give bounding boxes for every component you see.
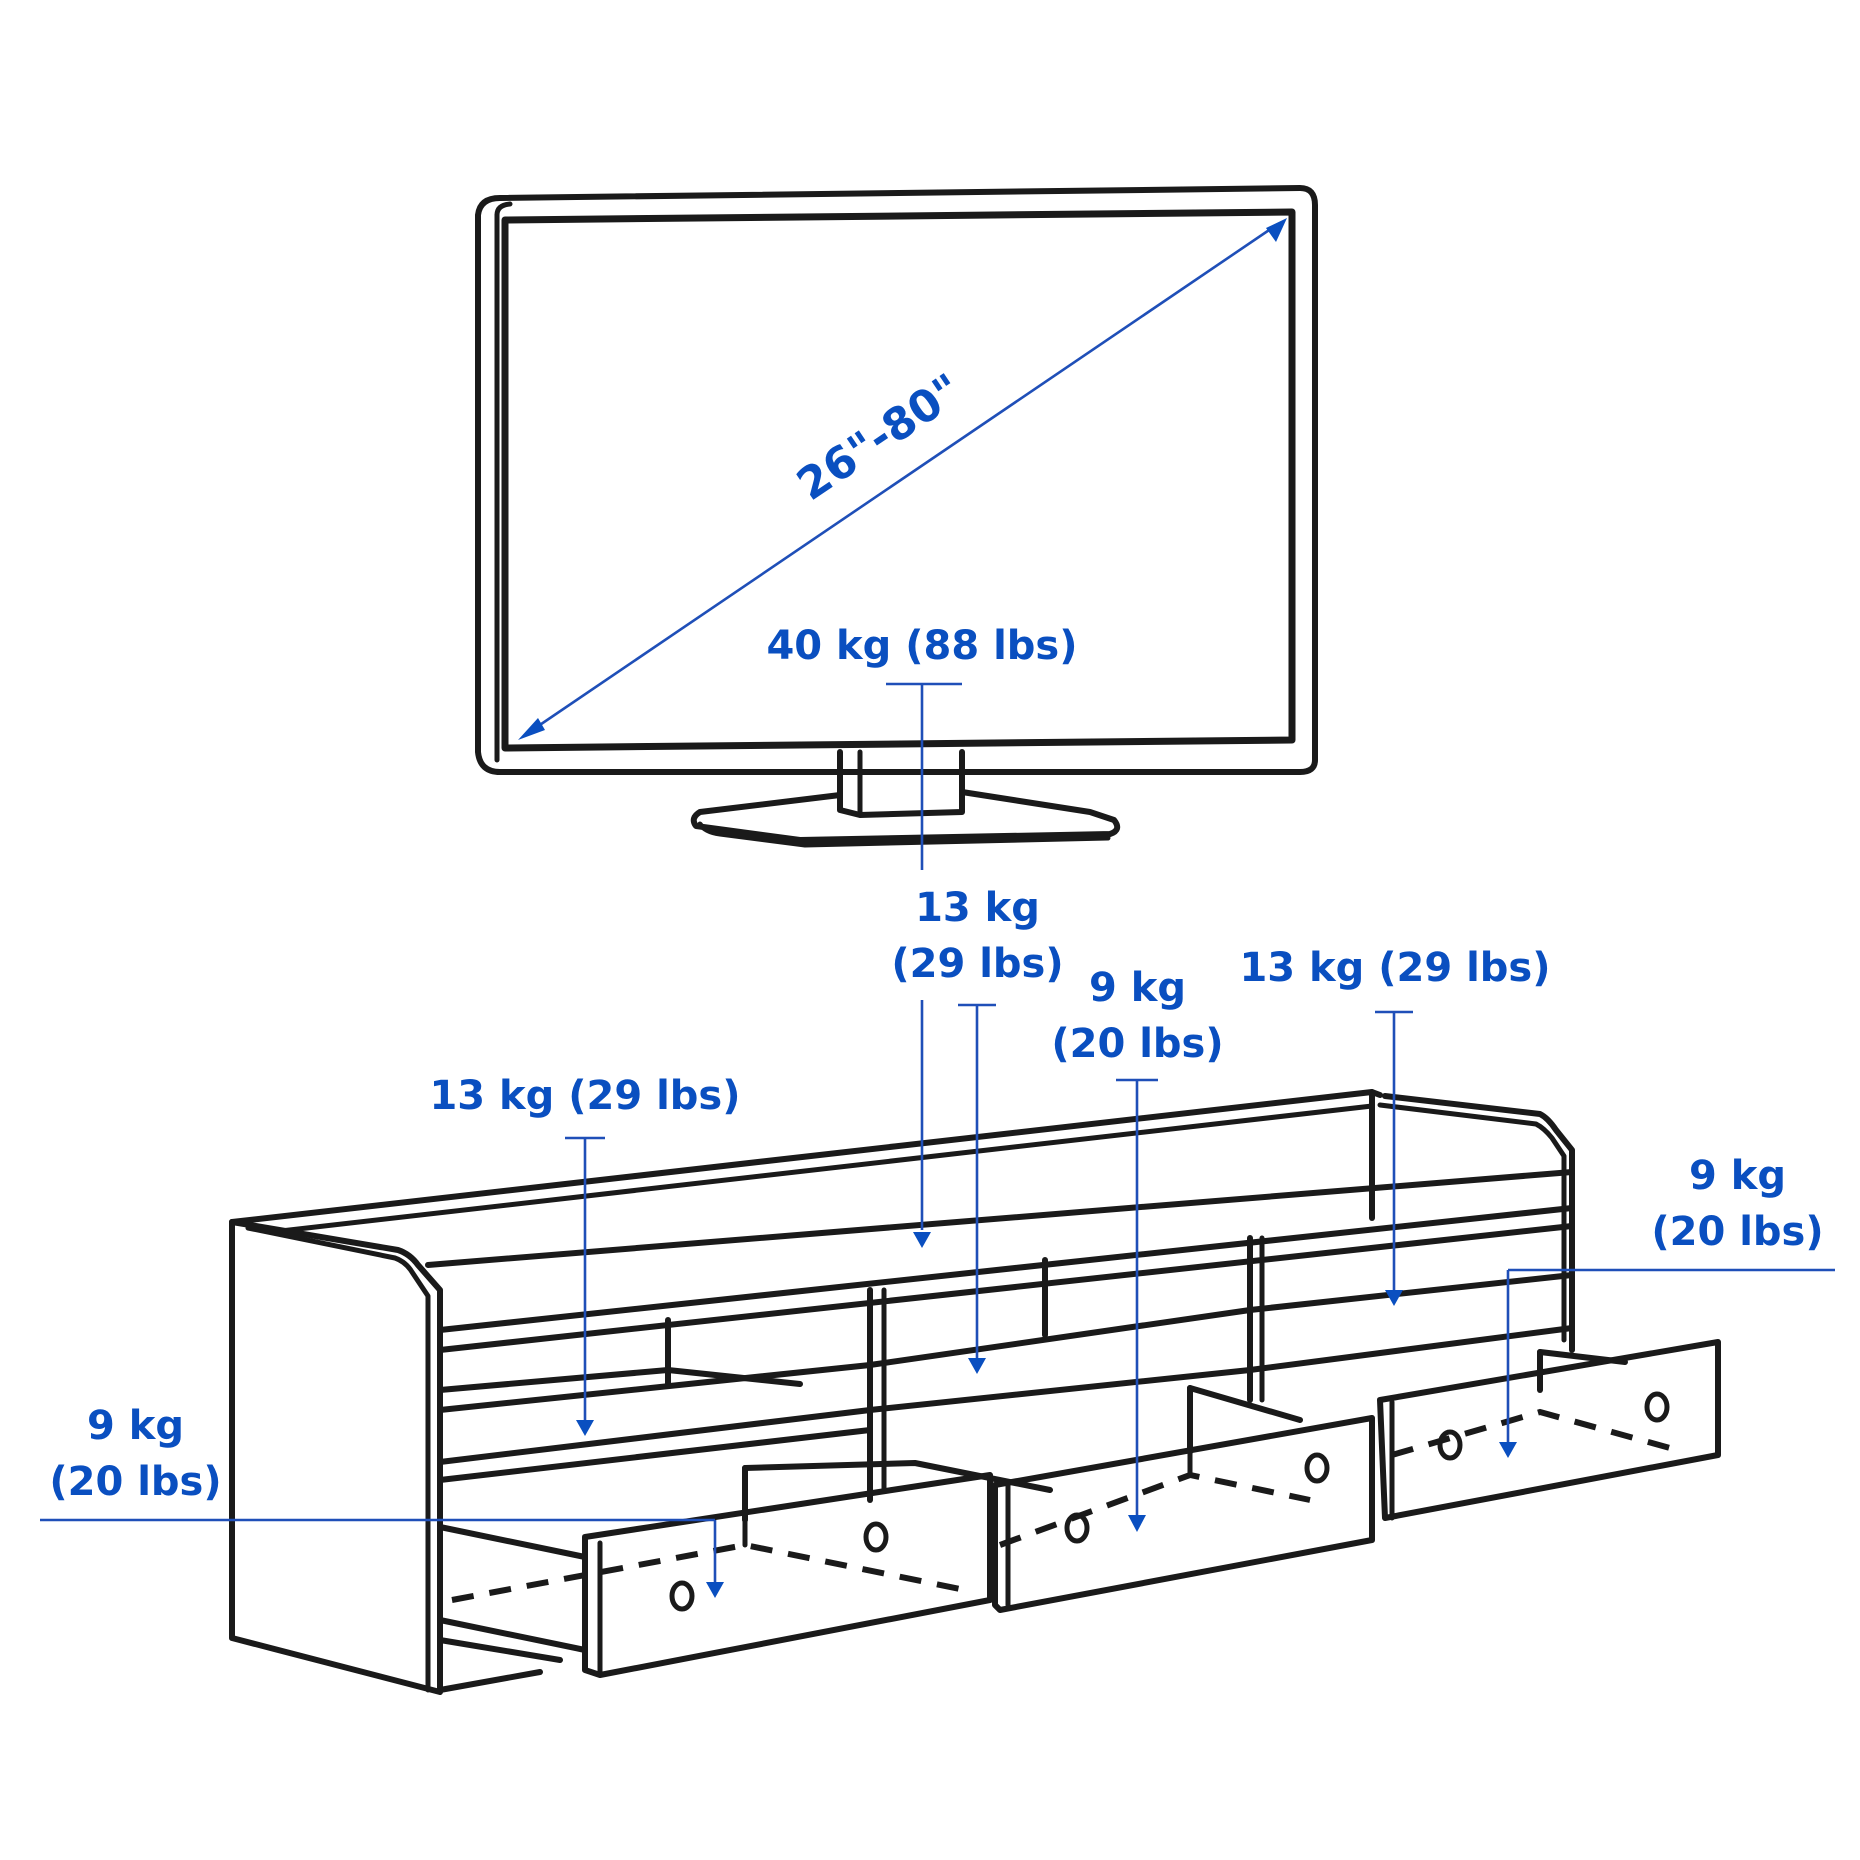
tv-bench-illustration [229,1089,1721,1695]
right-drawer-weight-label: 9 kg (20 lbs) [1651,1153,1824,1255]
tv-weight-label: 40 kg (88 lbs) [766,623,1078,669]
right-shelf-weight-label: 13 kg (29 lbs) [1239,945,1551,991]
screen-size-arrow [518,218,1287,740]
tv-illustration [475,185,1318,848]
left-drawer-weight-label: 9 kg (20 lbs) [49,1403,222,1505]
center-drawer-weight-label: 9 kg (20 lbs) [1051,965,1224,1067]
leader-lines [40,682,1835,1598]
top-shelf-weight-label: 13 kg (29 lbs) [891,885,1064,987]
left-shelf-weight-label: 13 kg (29 lbs) [429,1073,741,1119]
